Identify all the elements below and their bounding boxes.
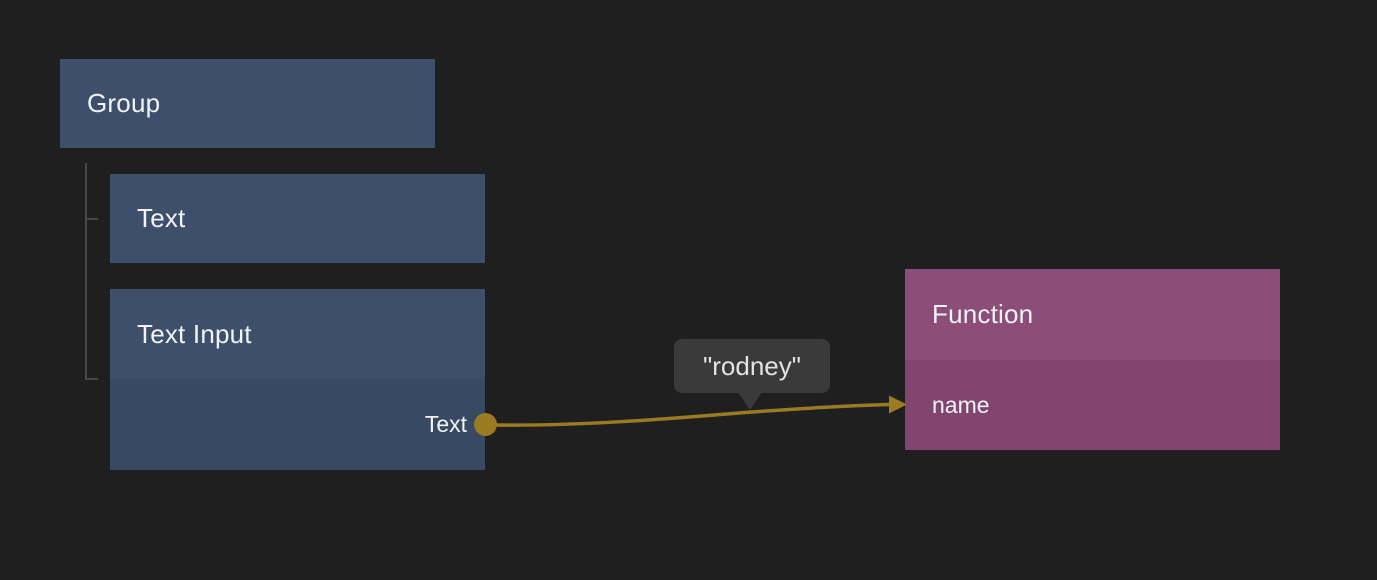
node-text[interactable]: Text <box>110 174 485 263</box>
value-tooltip: "rodney" <box>674 339 830 410</box>
output-port-dot[interactable] <box>474 413 497 436</box>
node-function[interactable]: Function name <box>905 269 1280 450</box>
node-text-input-header[interactable]: Text Input <box>110 289 485 379</box>
node-text-header[interactable]: Text <box>110 174 485 263</box>
tree-connector-branch-text-input <box>85 378 98 380</box>
node-function-header[interactable]: Function <box>905 269 1280 360</box>
node-text-input[interactable]: Text Input Text <box>110 289 485 470</box>
node-group[interactable]: Group <box>60 59 435 148</box>
input-port-label: name <box>932 391 990 418</box>
node-function-title: Function <box>932 299 1034 329</box>
node-text-input-title: Text Input <box>137 318 252 349</box>
wire-path[interactable] <box>495 402 892 427</box>
node-group-title: Group <box>87 88 161 118</box>
output-port-label: Text <box>424 411 467 437</box>
output-port-row-text[interactable]: Text <box>110 379 485 470</box>
value-tooltip-text: "rodney" <box>703 350 801 381</box>
node-group-header[interactable]: Group <box>60 59 435 148</box>
tree-connector-branch-text <box>85 218 98 220</box>
node-text-title: Text <box>137 203 186 233</box>
tree-connector-trunk <box>85 163 87 380</box>
tooltip-pointer <box>738 392 762 410</box>
input-port-row-name[interactable]: name <box>905 360 1280 450</box>
